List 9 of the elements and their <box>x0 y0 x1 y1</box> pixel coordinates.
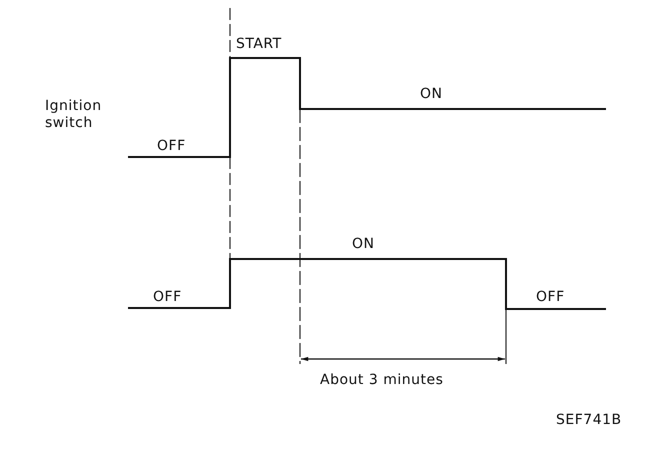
state-label: OFF <box>536 289 565 306</box>
state-label: OFF <box>153 289 182 306</box>
signal-label: Ignition switch <box>45 98 103 132</box>
state-label: START <box>236 36 282 53</box>
figure-code: SEF741B <box>556 412 622 429</box>
state-label: OFF <box>157 138 186 155</box>
state-label: ON <box>420 86 442 103</box>
duration-label: About 3 minutes <box>320 372 444 389</box>
state-label: ON <box>352 236 374 253</box>
